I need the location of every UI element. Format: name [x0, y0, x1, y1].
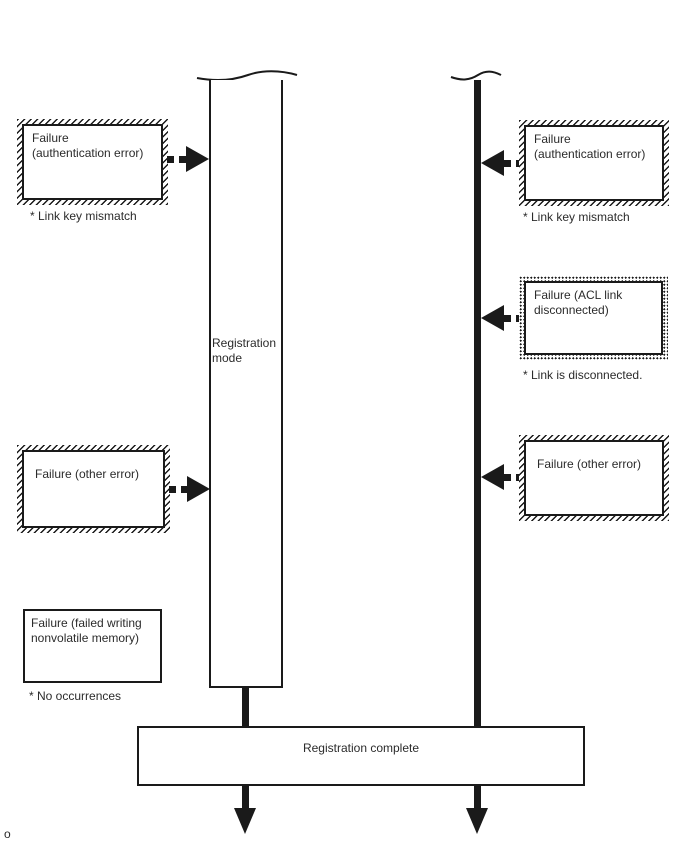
failure-box-left-other: Failure (other error): [17, 445, 170, 533]
arrow-right-other-head-icon: [481, 464, 504, 490]
registration-mode-lifeline: [209, 80, 283, 688]
failure-box-right-auth-label: Failure (authentication error): [534, 132, 646, 161]
arrow-left-auth-head-icon: [186, 146, 209, 172]
failure-box-right-acl-frame: Failure (ACL link disconnected): [524, 281, 663, 355]
note-left-nvm: * No occurrences: [29, 689, 122, 703]
failure-box-right-auth: Failure (authentication error): [519, 120, 669, 206]
arrow-left-auth-dash: [167, 156, 189, 163]
right-lifeline-bar: [474, 80, 481, 726]
failure-box-left-other-label: Failure (other error): [35, 467, 140, 481]
arrow-right-auth-dash: [504, 160, 519, 167]
arrow-right-acl-dash: [504, 315, 519, 322]
failure-box-right-other-label: Failure (other error): [537, 457, 642, 471]
bottom-left-arrow-shaft: [242, 786, 249, 810]
registration-mode-label: Registration mode: [212, 336, 277, 365]
bottom-left-arrow-head-icon: [234, 808, 256, 834]
arrow-right-other-dash: [504, 474, 519, 481]
note-left-auth: * Link key mismatch: [30, 209, 137, 223]
lifeline-break-wave-right: [450, 70, 502, 81]
arrow-right-acl-head-icon: [481, 305, 504, 331]
failure-box-right-other-frame: Failure (other error): [524, 440, 664, 516]
bottom-right-arrow-head-icon: [466, 808, 488, 834]
failure-box-left-other-frame: Failure (other error): [22, 450, 165, 528]
failure-box-right-acl-label: Failure (ACL link disconnected): [534, 288, 623, 317]
bottom-right-arrow-shaft: [474, 786, 481, 810]
failure-box-left-nvm-label: Failure (failed writing nonvolatile memo…: [31, 616, 142, 645]
failure-box-right-acl: Failure (ACL link disconnected): [519, 276, 668, 360]
failure-box-left-auth: Failure (authentication error): [17, 119, 168, 205]
note-right-auth: * Link key mismatch: [523, 210, 630, 224]
lifeline-break-wave-left: [196, 70, 298, 82]
registration-complete-box: Registration complete: [137, 726, 585, 786]
note-right-acl: * Link is disconnected.: [523, 368, 643, 382]
failure-box-right-other: Failure (other error): [519, 435, 669, 521]
failure-box-left-auth-frame: Failure (authentication error): [22, 124, 163, 200]
registration-complete-label: Registration complete: [302, 741, 420, 755]
corner-char: o: [4, 827, 11, 841]
arrow-right-auth-head-icon: [481, 150, 504, 176]
arrow-left-other-head-icon: [187, 476, 210, 502]
failure-box-right-auth-frame: Failure (authentication error): [524, 125, 664, 201]
failure-box-left-auth-label: Failure (authentication error): [32, 131, 144, 160]
arrow-left-other-dash: [169, 486, 189, 493]
failure-box-left-nvm: Failure (failed writing nonvolatile memo…: [23, 609, 162, 683]
left-lifeline-connector: [242, 688, 249, 726]
